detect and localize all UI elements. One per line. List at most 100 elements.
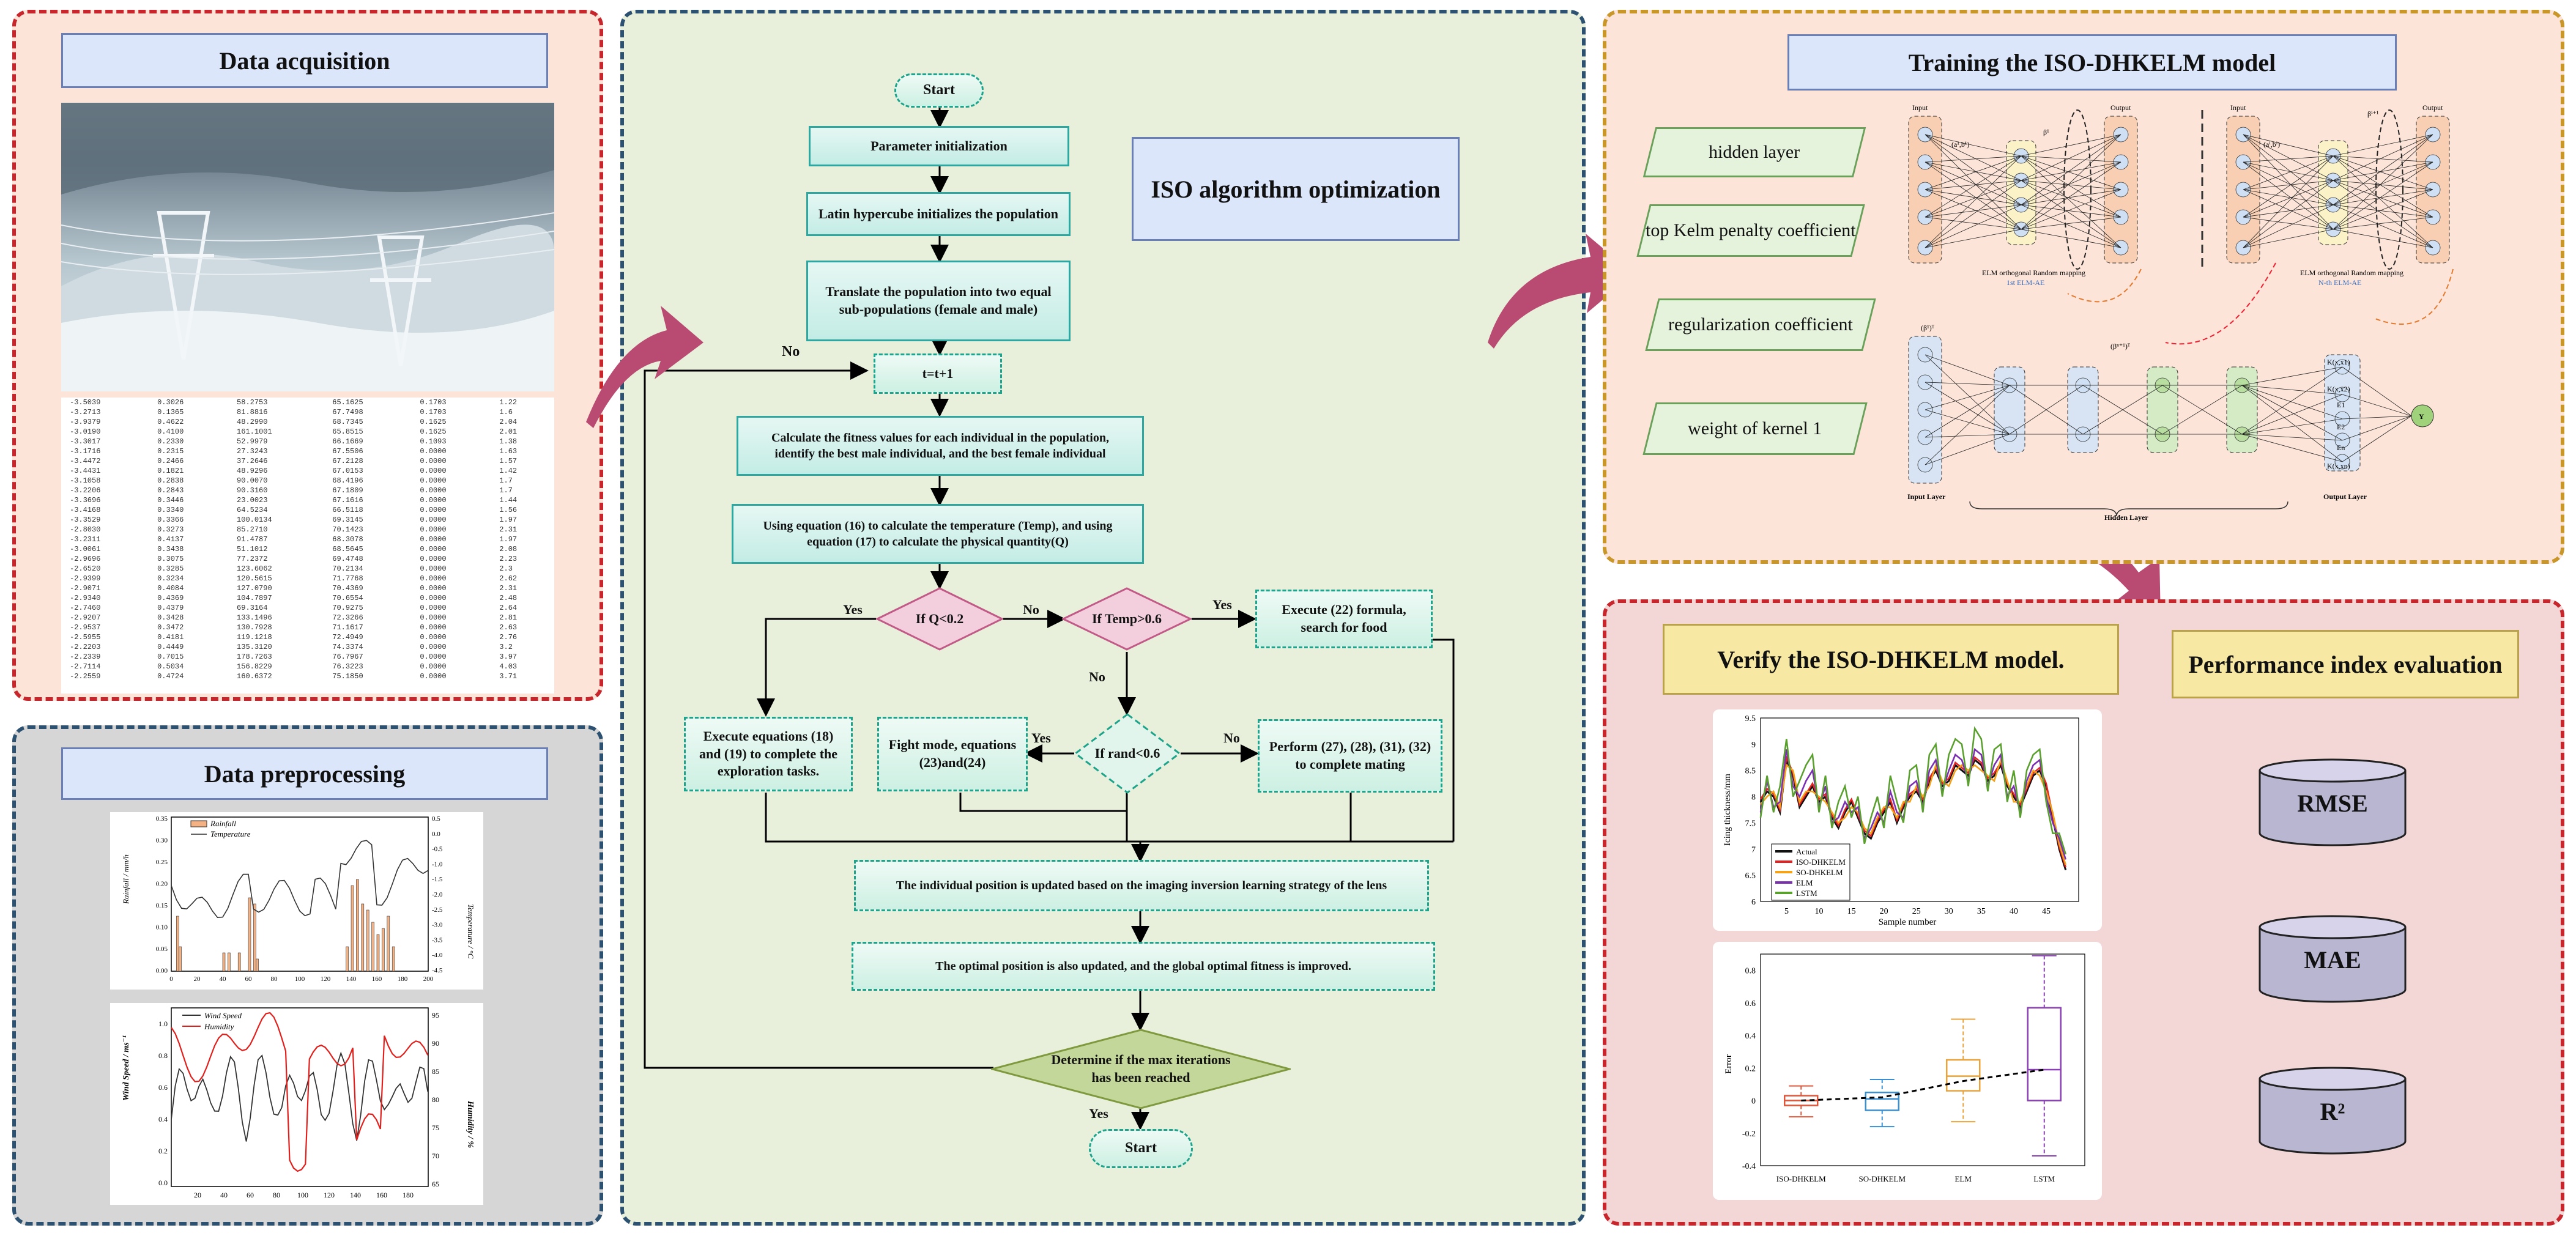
net-ab1: (a¹,b¹) xyxy=(1951,140,1970,149)
net-edge xyxy=(2241,434,2343,462)
net-kn: K(x,xn) xyxy=(2327,462,2350,470)
net-edge xyxy=(2243,134,2334,157)
table-cell: 0.3366 xyxy=(157,516,184,524)
flow-equation-temp-q: Using equation (16) to calculate the tem… xyxy=(732,504,1144,564)
net-edge xyxy=(2243,180,2334,190)
wind-ytick: 1.0 xyxy=(158,1020,168,1028)
flow-yes-rand: Yes xyxy=(1031,730,1051,746)
flow-update-position: The individual position is updated based… xyxy=(854,860,1429,911)
rainfall-legend-label: Rainfall xyxy=(210,819,236,828)
table-cell: 0.5034 xyxy=(157,662,184,671)
prediction-ytick: 9 xyxy=(1751,741,1756,750)
table-cell: 2.31 xyxy=(499,584,518,593)
temperature-ytick: -3.0 xyxy=(432,922,443,929)
table-cell: -2.7460 xyxy=(70,604,101,612)
table-cell: -2.6520 xyxy=(70,564,101,573)
boxplot-ytick: 0.4 xyxy=(1745,1032,1756,1041)
table-cell: -3.9379 xyxy=(70,418,101,426)
net-betai: βⁱ⁺¹ xyxy=(2367,109,2379,118)
icing-photo xyxy=(61,103,554,391)
net-edge xyxy=(2342,415,2412,462)
flow-exec-18: Execute equations (18) and (19) to compl… xyxy=(684,717,853,791)
net-edge xyxy=(2021,180,2121,190)
flow-loop-no-label: No xyxy=(782,344,800,360)
table-cell: -2.8030 xyxy=(70,525,101,534)
net-edge xyxy=(2243,155,2334,190)
table-cell: -3.3696 xyxy=(70,496,101,505)
net-edge xyxy=(2243,155,2334,248)
arrow-acq-to-iso xyxy=(586,306,703,428)
table-cell: 1.57 xyxy=(499,457,518,465)
net-edge xyxy=(2333,155,2433,218)
temperature-ylabel: Temperature / °C xyxy=(466,904,475,959)
net-edge xyxy=(2241,418,2343,435)
wind-legend-label: Wind Speed xyxy=(204,1011,242,1020)
flow-optimal-update: The optimal position is also updated, an… xyxy=(852,942,1435,991)
prediction-legend-label: Actual xyxy=(1796,847,1817,856)
metric-rmse-label: RMSE xyxy=(2297,790,2368,817)
rainfall-ytick: 0.30 xyxy=(156,837,168,845)
table-cell: 2.31 xyxy=(499,525,518,534)
boxplot-ytick: -0.4 xyxy=(1742,1162,1756,1171)
rainfall-bar xyxy=(366,909,369,972)
table-cell: 104.7897 xyxy=(237,594,272,602)
prediction-ytick: 8.5 xyxy=(1745,767,1756,776)
table-cell: 70.9275 xyxy=(332,604,363,612)
prediction-series-line xyxy=(1759,748,2067,860)
net-edge xyxy=(2333,204,2433,248)
net-edge xyxy=(2021,155,2121,218)
prediction-ytick: 8 xyxy=(1751,793,1756,802)
table-cell: 0.4084 xyxy=(157,584,184,593)
wind-ylabel: Wind Speed / ms⁻¹ xyxy=(122,1035,131,1101)
flow-yes-q: Yes xyxy=(843,602,863,617)
net-edge xyxy=(2021,180,2121,218)
flow-fight-mode: Fight mode, equations (23)and(24) xyxy=(877,717,1028,791)
table-cell: 0.0000 xyxy=(420,623,447,632)
table-cell: 1.6 xyxy=(499,408,513,416)
prediction-xtick: 35 xyxy=(1977,907,1986,916)
table-cell: 0.2838 xyxy=(157,476,184,485)
humidity-ytick: 65 xyxy=(432,1180,439,1188)
table-cell: 65.1625 xyxy=(332,398,363,407)
net-edge xyxy=(2243,216,2334,230)
table-cell: 52.9979 xyxy=(237,437,268,446)
table-cell: 0.7015 xyxy=(157,653,184,661)
table-cell: 67.2128 xyxy=(332,457,363,465)
table-cell: 1.97 xyxy=(499,516,518,524)
rainfall-bar xyxy=(222,952,226,972)
table-cell: 156.8229 xyxy=(237,662,272,671)
table-cell: 135.3120 xyxy=(237,643,272,651)
table-cell: 67.7498 xyxy=(332,408,363,416)
prediction-xlabel: Sample number xyxy=(1879,917,1937,927)
rainfall-ytick: 0.20 xyxy=(156,881,168,888)
net-abi: (aⁱ,bⁱ) xyxy=(2263,140,2280,149)
table-cell: 71.7768 xyxy=(332,574,363,583)
net-output1-label: Output xyxy=(2110,103,2131,112)
param-regularization: regularization coefficient xyxy=(1645,298,1876,351)
net-edge xyxy=(2243,134,2334,230)
net-edge xyxy=(1925,382,2010,435)
rainfall-bar xyxy=(256,958,259,972)
table-cell: -2.9340 xyxy=(70,594,101,602)
net-edge xyxy=(2021,161,2121,230)
metric-rmse: RMSE xyxy=(2257,757,2408,849)
temperature-ytick: -2.0 xyxy=(432,891,443,898)
rainfall-xtick: 60 xyxy=(245,975,253,983)
net-edge xyxy=(2241,434,2343,441)
wind-xtick: 180 xyxy=(403,1191,414,1199)
table-cell: -2.9537 xyxy=(70,623,101,632)
table-cell: -3.4431 xyxy=(70,467,101,475)
table-cell: 127.0790 xyxy=(237,584,272,593)
table-cell: 2.62 xyxy=(499,574,518,583)
table-cell: 0.0000 xyxy=(420,653,447,661)
table-cell: 0.4449 xyxy=(157,643,184,651)
prediction-xtick: 5 xyxy=(1784,907,1789,916)
temperature-ytick: -2.5 xyxy=(432,906,443,914)
wind-xtick: 160 xyxy=(376,1191,387,1199)
